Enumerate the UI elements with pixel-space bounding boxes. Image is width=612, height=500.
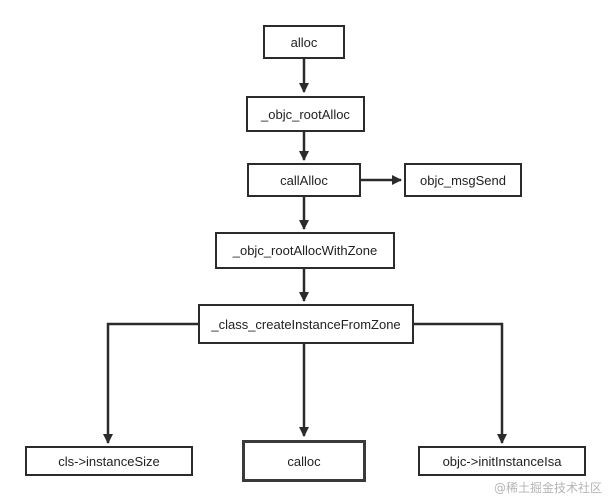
node-cls-instancesize: cls->instanceSize [25, 446, 193, 476]
node-objc-msgsend-label: objc_msgSend [420, 172, 506, 188]
node-callalloc-label: callAlloc [280, 172, 328, 188]
node-class-createinstancefromzone: _class_createInstanceFromZone [198, 304, 414, 344]
node-alloc-label: alloc [290, 34, 318, 50]
node-alloc: alloc [263, 25, 345, 59]
edge-createinstance-to-instancesize [103, 322, 198, 444]
node-objc-initinstanceisa: objc->initInstanceIsa [418, 446, 586, 476]
node-class-createinstancefromzone-label: _class_createInstanceFromZone [211, 316, 401, 332]
edge-createinstance-to-initinstanceisa [414, 322, 507, 444]
node-calloc: calloc [242, 440, 366, 482]
watermark-text: @稀土掘金技术社区 [493, 481, 602, 495]
node-objc-initinstanceisa-label: objc->initInstanceIsa [442, 453, 562, 469]
node-objc-msgsend: objc_msgSend [404, 163, 522, 197]
node-objc-rootallocwithzone: _objc_rootAllocWithZone [215, 232, 395, 269]
node-calloc-label: calloc [287, 453, 321, 469]
node-callalloc: callAlloc [247, 163, 361, 197]
node-objc-rootalloc-label: _objc_rootAlloc [261, 106, 350, 122]
node-objc-rootalloc: _objc_rootAlloc [246, 96, 365, 132]
node-cls-instancesize-label: cls->instanceSize [58, 453, 160, 469]
node-objc-rootallocwithzone-label: _objc_rootAllocWithZone [232, 243, 378, 258]
